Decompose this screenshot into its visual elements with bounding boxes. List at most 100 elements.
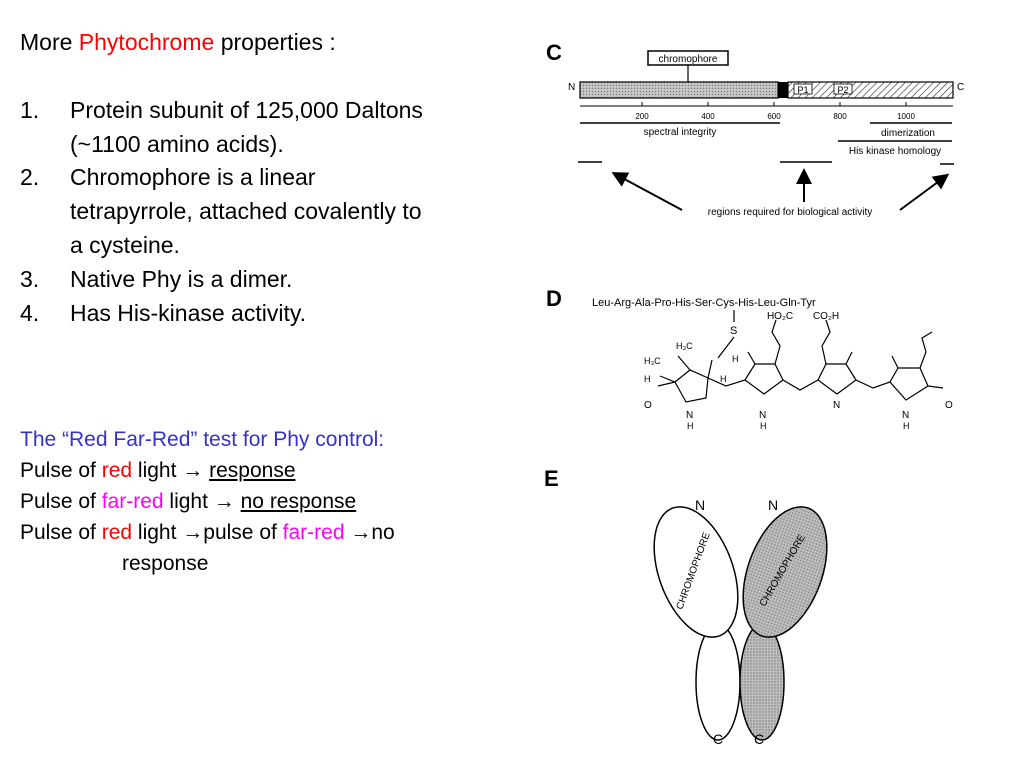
ring-c xyxy=(817,363,857,395)
c-terminal-domain xyxy=(787,81,954,99)
figure-d-chromophore-structure: D Leu-Arg-Ala-Pro-His-Ser-Cys-His-Leu-Gl… xyxy=(546,286,953,431)
ring-d xyxy=(889,367,929,401)
response-text: response xyxy=(209,459,296,482)
text: pulse of xyxy=(203,521,283,544)
his-kinase-label: His kinase homology xyxy=(849,146,941,157)
regions-label: regions required for biological activity xyxy=(708,207,873,218)
list-item-line: Native Phy is a dimer. xyxy=(70,266,293,292)
hydrogen-label: H xyxy=(760,421,767,431)
hydrogen-label: H xyxy=(644,374,651,384)
n-terminal-domain-left xyxy=(653,506,739,638)
list-item-line: (~1100 amino acids). xyxy=(70,131,284,157)
arrow-icon: → xyxy=(182,521,204,544)
list-number: 3. xyxy=(20,266,40,292)
list-number: 2. xyxy=(20,164,40,190)
n-terminus-right: N xyxy=(768,497,778,513)
red-word: red xyxy=(101,459,133,482)
list-item-line: Has His-kinase activity. xyxy=(70,300,307,326)
test-line-2: Pulse of far-red light → no response xyxy=(20,486,356,518)
chromophore-label: chromophore xyxy=(659,54,718,65)
h-bond-b xyxy=(707,359,713,379)
tick-label: 600 xyxy=(767,112,781,121)
carbonyl-right xyxy=(927,385,944,389)
figure-letter-d: D xyxy=(546,286,562,311)
propionate-c xyxy=(821,319,831,365)
h3c-label: H₃C xyxy=(644,356,661,366)
text: no xyxy=(371,521,395,544)
h-bond-a xyxy=(659,375,676,383)
sulfur-label: S xyxy=(730,325,737,337)
ho2c-label: HO₂C xyxy=(767,311,793,322)
methyl-c xyxy=(845,351,853,365)
pyrrole-rings xyxy=(657,319,944,403)
title-highlight: Phytochrome xyxy=(78,29,215,55)
p1-label: P1 xyxy=(797,85,808,95)
oxygen-label: O xyxy=(945,400,953,411)
nitrogen-label: N xyxy=(686,410,693,421)
hydrogen-label: H xyxy=(720,374,727,384)
arrow-left xyxy=(611,172,683,211)
co2h-label: CO₂H xyxy=(813,311,839,322)
figure-letter-c: C xyxy=(546,40,562,65)
title-before: More xyxy=(20,29,79,55)
carbonyl-left xyxy=(657,381,676,387)
list-item-line: tetrapyrrole, attached covalently to xyxy=(70,198,422,224)
p2-box xyxy=(833,83,853,95)
c-terminus-left: C xyxy=(713,731,723,747)
tick-label: 400 xyxy=(701,112,715,121)
p1-box xyxy=(793,83,813,95)
text: light xyxy=(163,490,214,513)
c-terminus-right: C xyxy=(754,731,764,747)
red-word: red xyxy=(101,521,133,544)
ring-b xyxy=(744,363,784,395)
list-item-line: Chromophore is a linear xyxy=(70,164,316,190)
ethylidene-bond xyxy=(677,355,691,371)
dimerization-label: dimerization xyxy=(881,128,935,139)
nitrogen-label: N xyxy=(759,410,766,421)
list-number: 1. xyxy=(20,97,40,123)
tick-label: 1000 xyxy=(897,112,915,121)
text: Pulse of xyxy=(20,490,102,513)
farred-word: far-red xyxy=(282,521,345,544)
arrow-icon: → xyxy=(213,490,235,513)
figure-letter-e: E xyxy=(544,466,559,491)
n-terminus-left: N xyxy=(695,497,705,513)
test-title: The “Red Far-Red” test for Phy control: xyxy=(20,428,385,451)
bridge-bc xyxy=(782,379,819,391)
nitrogen-label: N xyxy=(833,400,840,411)
figure-c-domain-map: C chromophore N C P1 P2 200 400 600 800 … xyxy=(546,40,964,218)
c-terminal-domain-right xyxy=(739,623,785,741)
text: light xyxy=(132,521,183,544)
bridge-ab xyxy=(707,377,746,387)
c-terminal-domain-left xyxy=(695,623,741,741)
text: Pulse of xyxy=(20,459,102,482)
p2-label: P2 xyxy=(837,85,848,95)
list-item-line: Protein subunit of 125,000 Daltons xyxy=(70,97,423,123)
no-response-text: no response xyxy=(240,490,357,513)
propionate-b xyxy=(771,319,781,365)
test-line-1: Pulse of red light → response xyxy=(20,455,296,487)
list-number: 4. xyxy=(20,300,40,326)
hydrogen-label: H xyxy=(903,421,910,431)
thioether-bond xyxy=(717,336,735,359)
methyl-b xyxy=(747,351,756,365)
arrow-right xyxy=(899,173,950,211)
ring-a xyxy=(674,369,709,403)
figure-e-dimer-model: E N N CHROMOPHORE CHROMOPHORE C C xyxy=(544,466,828,747)
text: Pulse of xyxy=(20,521,102,544)
hydrogen-label: H xyxy=(687,421,694,431)
h3c-label: H₃C xyxy=(676,341,693,351)
farred-word: far-red xyxy=(101,490,164,513)
spectral-integrity-label: spectral integrity xyxy=(644,127,717,138)
test-line-3: Pulse of red light →pulse of far-red →no xyxy=(20,517,395,549)
n-terminal-domain-right xyxy=(742,506,828,638)
vinyl-group xyxy=(919,331,933,369)
list-item-line: a cysteine. xyxy=(70,232,180,258)
tick-label: 800 xyxy=(833,112,847,121)
page-title: More Phytochrome properties : xyxy=(20,25,336,59)
n-terminus-label: N xyxy=(568,82,575,93)
methyl-d xyxy=(891,355,899,369)
text: light xyxy=(132,459,183,482)
nitrogen-label: N xyxy=(902,410,909,421)
